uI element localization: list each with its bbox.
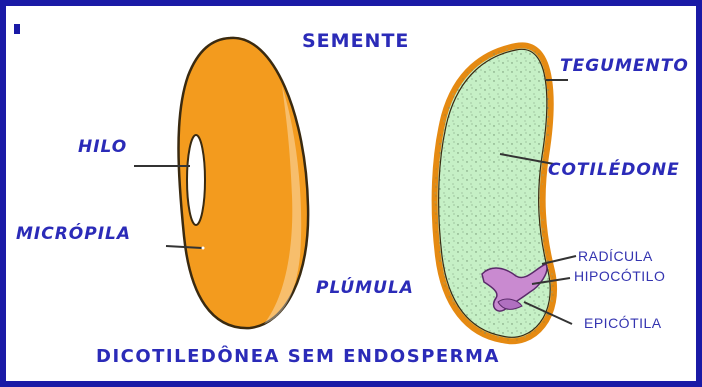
label-plumula: PLÚMULA <box>316 278 414 298</box>
label-hipocotilo: HIPOCÓTILO <box>574 268 665 284</box>
hilum-scar <box>187 135 205 225</box>
diagram-title: SEMENTE <box>302 30 409 52</box>
seed-external-view <box>134 38 308 328</box>
label-epicotila: EPICÓTILA <box>584 315 662 331</box>
label-micropila: MICRÓPILA <box>16 224 131 244</box>
label-radicula: RADÍCULA <box>578 248 653 264</box>
micropyle-dot <box>202 247 205 250</box>
label-cotiledone: COTILÉDONE <box>548 160 680 180</box>
seed-internal-view <box>435 45 576 341</box>
label-hilo: HILO <box>78 137 127 157</box>
diagram-footer: DICOTILEDÔNEA SEM ENDOSPERMA <box>96 346 500 367</box>
label-tegumento: TEGUMENTO <box>560 56 689 76</box>
